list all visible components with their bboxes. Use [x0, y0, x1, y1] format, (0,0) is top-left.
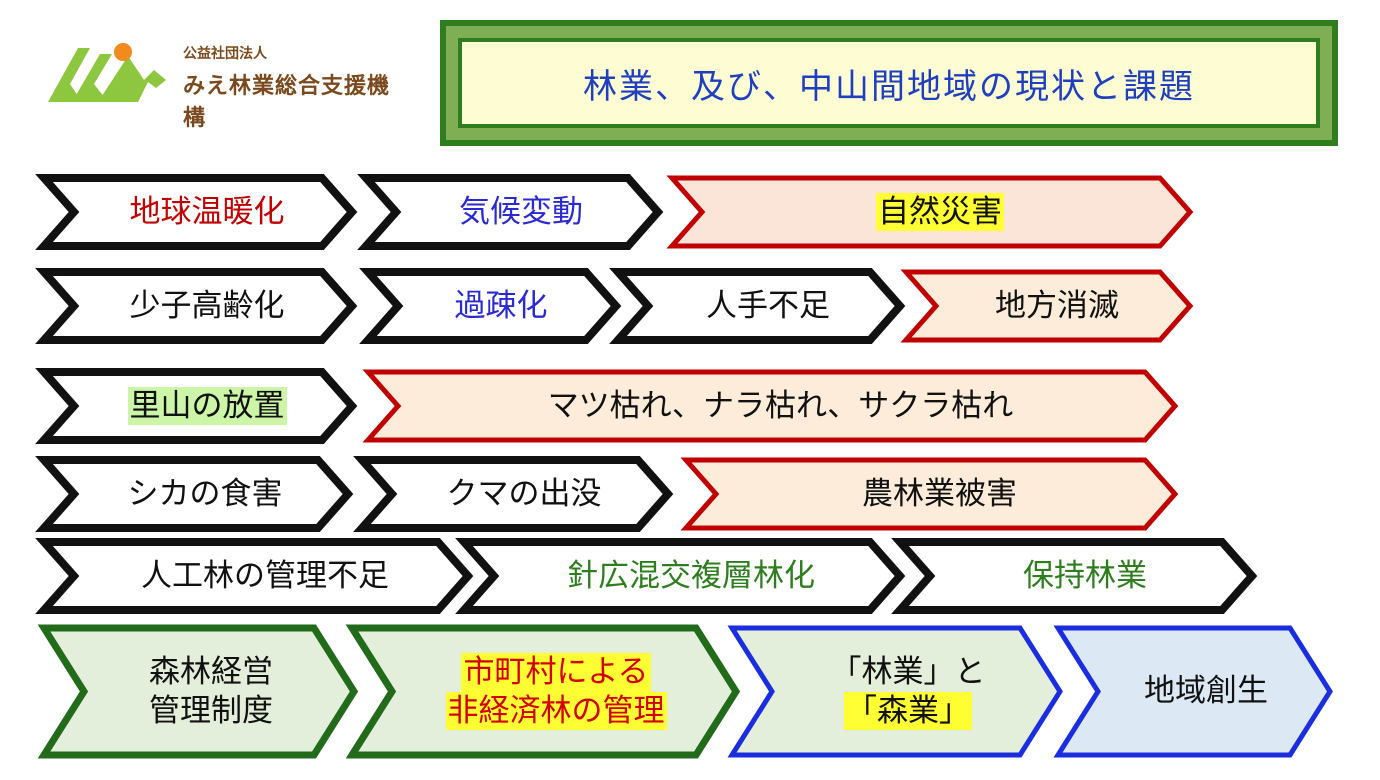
- chevron-label: マツ枯れ、ナラ枯れ、サクラ枯れ: [368, 372, 1175, 440]
- chevron-shape: [35, 174, 358, 250]
- chevron-label: 人工林の管理不足: [44, 542, 468, 610]
- chevron-shape: [455, 538, 906, 614]
- chevron-label-line: 地方消滅: [995, 287, 1119, 324]
- chevron-label-line: 非経済林の管理: [445, 691, 667, 731]
- chevron-label-line: 地球温暖化: [129, 193, 285, 230]
- chevron-step: 地球温暖化: [35, 174, 358, 250]
- chevron-step: 森林経営管理制度: [37, 624, 359, 759]
- chevron-shape: [353, 456, 674, 532]
- chevron-label-line: 気候変動: [459, 193, 583, 230]
- chevron-step: 少子高齢化: [35, 268, 358, 344]
- chevron-polygon: [353, 456, 674, 532]
- chevron-shape: [362, 369, 1179, 443]
- chevron-polygon: [1053, 625, 1333, 758]
- chevron-label-line: 自然災害: [876, 192, 1004, 232]
- chevron-step: 気候変動: [357, 174, 664, 250]
- chevron-step: 農林業被害: [680, 457, 1179, 531]
- title-inner-panel: 林業、及び、中山間地域の現状と課題: [458, 38, 1320, 128]
- chevron-step: クマの出没: [353, 456, 674, 532]
- logo-org-name: みえ林業総合支援機構: [183, 74, 391, 131]
- chevron-step: 針広混交複層林化: [455, 538, 906, 614]
- chevron-label: 少子高齢化: [44, 272, 352, 340]
- chevron-label-line: 地域創生: [1144, 673, 1268, 710]
- chevron-step: 過疎化: [359, 268, 622, 344]
- chevron-shape: [37, 624, 359, 759]
- chevron-step: 人工林の管理不足: [35, 538, 474, 614]
- chevron-label: 農林業被害: [686, 460, 1175, 528]
- chevron-label: 自然災害: [672, 178, 1190, 246]
- chevron-label: クマの出没: [362, 460, 668, 528]
- chevron-step: 里山の放置: [35, 368, 358, 444]
- chevron-label: 地方消滅: [906, 272, 1190, 340]
- chevron-polygon: [35, 268, 358, 344]
- chevron-shape: [35, 538, 474, 614]
- chevron-shape: [900, 269, 1194, 343]
- chevron-polygon: [35, 456, 354, 532]
- chevron-step: 自然災害: [666, 175, 1194, 249]
- chevron-label-line: クマの出没: [446, 475, 602, 512]
- organization-logo: 公益社団法人 みえ林業総合支援機構: [48, 40, 408, 131]
- logo-org-type: 公益社団法人: [183, 46, 267, 62]
- chevron-polygon: [35, 538, 474, 614]
- chevron-label: 人手不足: [618, 272, 900, 340]
- chevron-polygon: [609, 268, 906, 344]
- chevron-label-line: 少子高齢化: [129, 287, 285, 324]
- chevron-shape: [609, 268, 906, 344]
- chevron-polygon: [35, 174, 358, 250]
- chevron-label-line: 市町村による: [461, 652, 651, 692]
- chevron-step: 地域創生: [1053, 625, 1333, 758]
- chevron-label: 地球温暖化: [44, 178, 352, 246]
- chevron-label-line: シカの食害: [127, 475, 283, 512]
- chevron-polygon: [680, 457, 1179, 531]
- chevron-step: 保持林業: [891, 538, 1258, 614]
- chevron-label-line: 保持林業: [1023, 557, 1147, 594]
- chevron-label: 里山の放置: [44, 372, 352, 440]
- chevron-label-line: 農林業被害: [862, 475, 1017, 512]
- chevron-label: 森林経営管理制度: [44, 628, 354, 755]
- chevron-label-line: 「森業」: [844, 691, 972, 731]
- chevron-shape: [1053, 625, 1333, 758]
- chevron-label-line: 過疎化: [454, 287, 548, 324]
- chevron-shape: [357, 174, 664, 250]
- chevron-label: 気候変動: [366, 178, 658, 246]
- chevron-label: 市町村による非経済林の管理: [352, 628, 736, 755]
- chevron-polygon: [455, 538, 906, 614]
- chevron-label: 過疎化: [368, 272, 616, 340]
- chevron-label: 保持林業: [900, 542, 1252, 610]
- page-title: 林業、及び、中山間地域の現状と課題: [583, 66, 1195, 107]
- chevron-shape: [680, 457, 1179, 531]
- chevron-step: 地方消滅: [900, 269, 1194, 343]
- mountain-logo-icon: [48, 43, 166, 102]
- title-frame: 林業、及び、中山間地域の現状と課題: [440, 20, 1338, 146]
- chevron-shape: [359, 268, 622, 344]
- chevron-step: シカの食害: [35, 456, 354, 532]
- chevron-shape: [35, 456, 354, 532]
- chevron-label: 「林業」と「森業」: [732, 628, 1060, 755]
- chevron-polygon: [900, 269, 1194, 343]
- chevron-label-line: 管理制度: [149, 692, 273, 729]
- chevron-polygon: [362, 369, 1179, 443]
- chevron-label-line: 針広混交複層林化: [567, 557, 815, 594]
- chevron-step: 人手不足: [609, 268, 906, 344]
- chevron-shape: [35, 268, 358, 344]
- chevron-step: 「林業」と「森業」: [727, 625, 1063, 758]
- chevron-label-line: 森林経営: [149, 653, 273, 690]
- chevron-polygon: [359, 268, 622, 344]
- chevron-label-line: マツ枯れ、ナラ枯れ、サクラ枯れ: [547, 387, 1014, 424]
- chevron-polygon: [37, 624, 359, 759]
- chevron-shape: [891, 538, 1258, 614]
- chevron-step: マツ枯れ、ナラ枯れ、サクラ枯れ: [362, 369, 1179, 443]
- chevron-label: 針広混交複層林化: [464, 542, 900, 610]
- chevron-label: 地域創生: [1058, 628, 1330, 755]
- chevron-label-line: 人手不足: [706, 287, 830, 324]
- chevron-label-line: 人工林の管理不足: [141, 557, 389, 594]
- chevron-label-line: 「林業」と: [830, 653, 986, 690]
- chevron-polygon: [357, 174, 664, 250]
- chevron-polygon: [891, 538, 1258, 614]
- chevron-label-line: 里山の放置: [127, 386, 287, 426]
- chevron-step: 市町村による非経済林の管理: [345, 624, 741, 759]
- chevron-label: シカの食害: [44, 460, 348, 528]
